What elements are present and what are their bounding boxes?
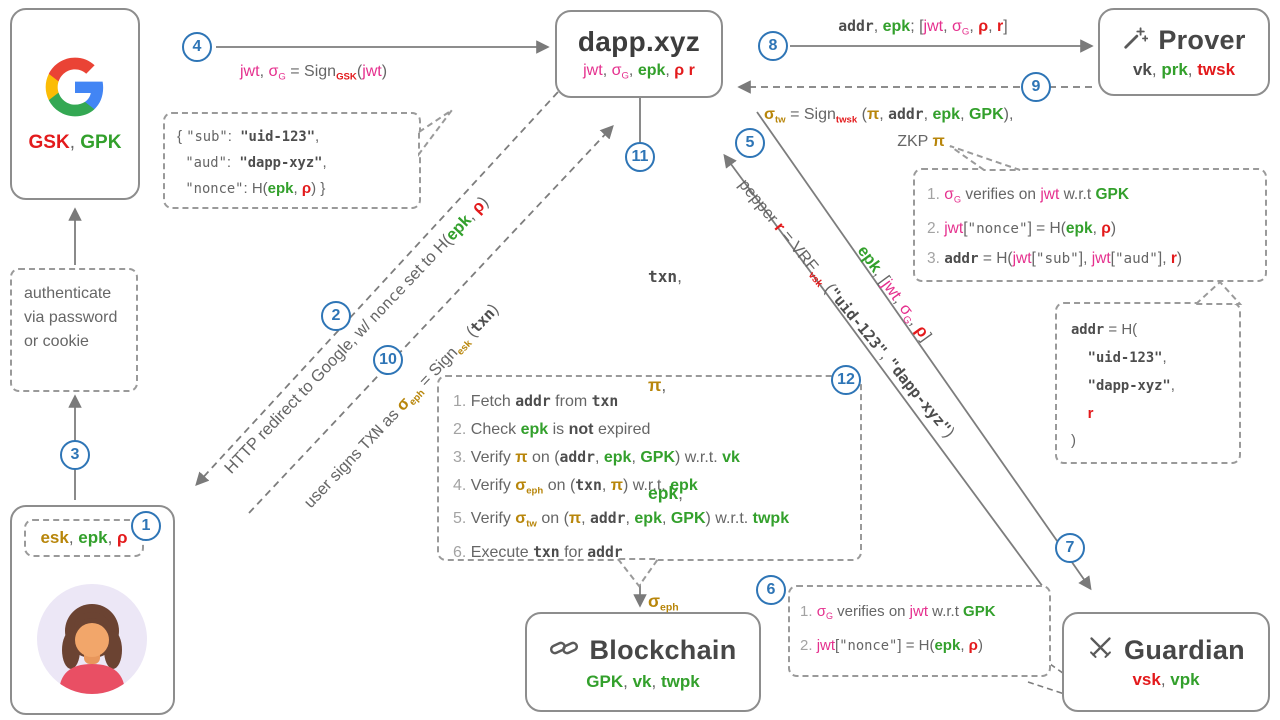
step-circle-11: 11 <box>625 142 655 172</box>
step-circle-8: 8 <box>758 31 788 61</box>
txn-submission-list: txn, π, epk, σeph <box>648 186 683 698</box>
prover-title: Prover <box>1158 24 1246 55</box>
addr-def-line: r <box>1087 405 1094 422</box>
guardian-node: Guardian vsk, vpk <box>1062 612 1270 712</box>
addr-def-line: "dapp-xyz", <box>1087 377 1175 394</box>
step-circle-4: 4 <box>182 32 212 62</box>
txn-item: epk, <box>648 483 684 503</box>
dapp-title: dapp.xyz <box>577 26 701 58</box>
dapp-node: dapp.xyz jwt, σG, epk, ρ r <box>555 10 723 98</box>
jwt-json-line: "nonce": H(epk, ρ) } <box>185 180 326 197</box>
addr-definition-callout: addr = H( "uid-123", "dapp-xyz", r ) <box>1055 302 1241 464</box>
prover-check-item: 1. σG verifies on jwt w.r.t GPK <box>927 186 1130 205</box>
user-keys: esk, epk, ρ <box>40 528 128 547</box>
guardian-checks-callout: 1. σG verifies on jwt w.r.t GPK 2. jwt["… <box>788 585 1051 677</box>
blockchain-node: Blockchain GPK, vk, twpk <box>525 612 761 712</box>
step-circle-1: 1 <box>131 511 161 541</box>
jwt-json-line: "aud": "dapp-xyz", <box>185 154 327 171</box>
addr-def-line: addr = H( <box>1071 321 1138 338</box>
step-circle-2: 2 <box>321 301 351 331</box>
step-circle-12: 12 <box>831 365 861 395</box>
step-circle-10: 10 <box>373 345 403 375</box>
txn-item: σeph <box>648 591 679 614</box>
prover-keys: vk, prk, twsk <box>1132 59 1236 79</box>
addr-def-line: ) <box>1071 432 1076 449</box>
google-node: GSK, GPK <box>10 8 140 200</box>
sigma-tw-label: σtw = Signtwsk (π, addr, epk, GPK), <box>764 106 1014 126</box>
addr-def-line: "uid-123", <box>1087 349 1167 366</box>
magic-wand-icon <box>1122 25 1149 56</box>
step-circle-7: 7 <box>1055 533 1085 563</box>
zkp-pi-label: ZKP π <box>897 133 945 150</box>
google-g-logo-icon <box>43 55 107 124</box>
prover-checks-callout: 1. σG verifies on jwt w.r.t GPK 2. jwt["… <box>913 168 1267 282</box>
blockchain-title: Blockchain <box>589 634 737 665</box>
jwt-json-line: { "sub": "uid-123", <box>177 128 320 145</box>
step-circle-5: 5 <box>735 128 765 158</box>
user-keys-box: esk, epk, ρ <box>24 519 144 557</box>
dapp-keys: jwt, σG, epk, ρ r <box>583 62 695 82</box>
blockchain-keys: GPK, vk, twpk <box>586 671 700 691</box>
step4-label: jwt, σG = SignGSK(jwt) <box>240 63 388 83</box>
crossed-swords-icon <box>1087 634 1114 666</box>
step-circle-9: 9 <box>1021 72 1051 102</box>
step-circle-6: 6 <box>756 575 786 605</box>
guardian-keys: vsk, vpk <box>1132 670 1200 689</box>
prover-check-item: 2. jwt["nonce"] = H(epk, ρ) <box>927 220 1116 238</box>
step-circle-3: 3 <box>60 440 90 470</box>
woman-avatar <box>37 584 147 694</box>
guardian-title: Guardian <box>1124 634 1245 665</box>
chain-check-item: 6. Execute txn for addr <box>453 543 623 561</box>
txn-item: π, <box>648 375 667 395</box>
prover-node: Prover vk, prk, twsk <box>1098 8 1270 96</box>
guardian-check-item: 2. jwt["nonce"] = H(epk, ρ) <box>800 637 983 655</box>
guardian-check-item: 1. σG verifies on jwt w.r.t GPK <box>800 603 996 622</box>
chain-link-icon <box>549 633 579 668</box>
google-keys: GSK, GPK <box>28 131 122 153</box>
authenticate-note: authenticate via password or cookie <box>10 268 138 392</box>
jwt-json-callout: { "sub": "uid-123", "aud": "dapp-xyz", "… <box>163 112 421 209</box>
step8-label: addr, epk; [jwt, σG, ρ, r] <box>838 18 1008 38</box>
txn-item: txn, <box>648 266 682 286</box>
prover-check-item: 3. addr = H(jwt["sub"], jwt["aud"], r) <box>927 250 1183 268</box>
